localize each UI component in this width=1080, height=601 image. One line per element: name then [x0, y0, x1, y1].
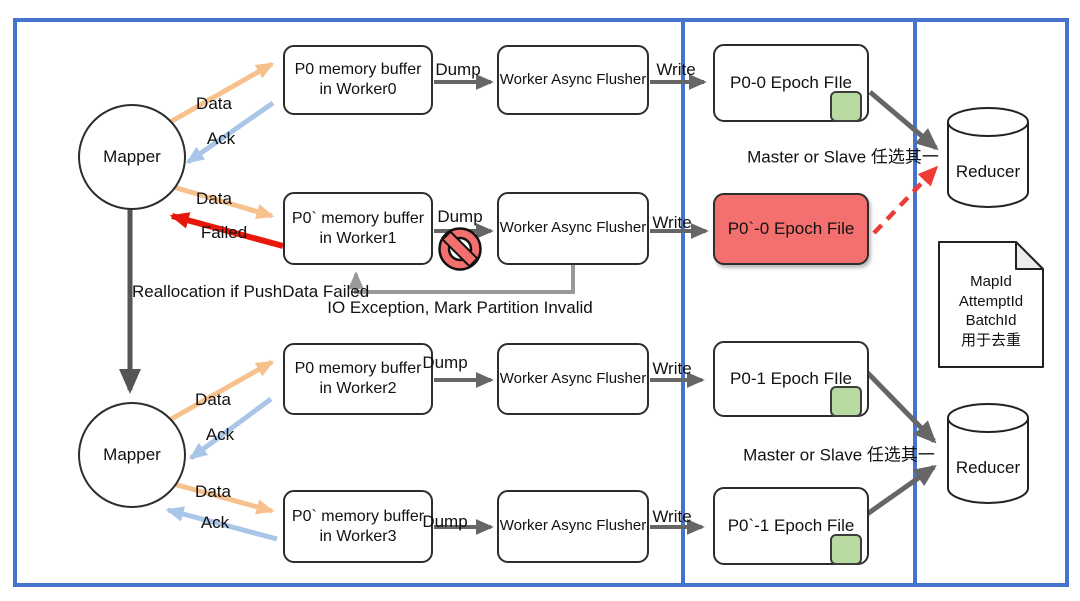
label-ack-row1: Ack [206, 129, 236, 148]
buffer-worker0-line2: in Worker0 [319, 81, 397, 98]
label-dump-row1: Dump [435, 60, 481, 79]
label-io-exception: IO Exception, Mark Partition Invalid [327, 298, 593, 317]
buffer-worker2-line2: in Worker2 [319, 380, 397, 397]
arrow-epoch01-reducer2 [859, 364, 937, 444]
arrow-data-worker2 [164, 359, 275, 425]
arrow-ack-worker3 [165, 506, 278, 542]
label-write-row2: Write [652, 213, 692, 232]
flusher-row2-node: Worker Async Flusher [497, 192, 649, 265]
flusher-row4-label: Worker Async Flusher [499, 517, 647, 535]
arrow-ack-worker0 [185, 100, 275, 165]
chunk-indicator [830, 91, 862, 122]
note-line-mapid: MapId [970, 273, 1012, 290]
epoch-file-01b-label: P0`-1 Epoch File [727, 516, 855, 536]
epoch-file-00-node: P0-0 Epoch FIle [713, 44, 869, 122]
buffer-worker3-line1: P0` memory buffer [291, 507, 425, 525]
no-entry-icon [438, 227, 482, 271]
label-write-row3: Write [652, 359, 692, 378]
reducer-bottom-cylinder [947, 403, 1029, 504]
arrow-io-exception [348, 264, 575, 294]
epoch-file-01b-node: P0`-1 Epoch File [713, 487, 869, 565]
dedup-note: MapId AttemptId BatchId 用于去重 [939, 272, 1043, 350]
label-dump-row2: Dump [437, 207, 483, 226]
document-icon [938, 241, 1044, 368]
outer-frame [13, 18, 1069, 587]
buffer-worker0-line1: P0 memory buffer [294, 61, 422, 78]
flusher-row2-label: Worker Async Flusher [499, 219, 647, 237]
arrow-data-worker0 [163, 61, 275, 128]
flusher-row4-node: Worker Async Flusher [497, 490, 649, 563]
label-ack-row4: Ack [200, 513, 230, 532]
buffer-worker2-node: P0 memory buffer in Worker2 [283, 343, 433, 415]
chunk-indicator [830, 386, 862, 417]
label-failed-row2: Failed [200, 223, 248, 242]
arrow-epoch00b-reducer1-dashed [872, 165, 939, 235]
flusher-row3-node: Worker Async Flusher [497, 343, 649, 415]
mapper-top-node: Mapper [78, 104, 186, 210]
epoch-file-00-label: P0-0 Epoch FIle [730, 73, 852, 93]
chunk-indicator [830, 534, 862, 565]
buffer-worker2-line1: P0 memory buffer [294, 360, 422, 377]
epoch-file-00b-failed-node: P0`-0 Epoch File [713, 193, 869, 265]
buffer-worker3-line2: in Worker3 [319, 527, 397, 545]
label-data-row2: Data [196, 189, 232, 208]
label-write-row1: Write [656, 60, 696, 79]
mapper-top-label: Mapper [103, 147, 161, 166]
label-reallocation: Reallocation if PushData Failed [132, 282, 370, 301]
buffer-worker3-node: P0` memory buffer in Worker3 [283, 490, 433, 563]
arrow-epoch01b-reducer2 [861, 464, 937, 520]
label-dump-row4: Dump [422, 512, 468, 531]
label-dump-row3: Dump [422, 353, 468, 372]
label-master-or-slave-bottom: Master or Slave 任选其一 [743, 445, 935, 465]
label-master-or-slave-top: Master or Slave 任选其一 [747, 147, 939, 167]
flusher-row1-node: Worker Async Flusher [497, 45, 649, 115]
buffer-worker1-node: P0` memory buffer in Worker1 [283, 192, 433, 265]
buffer-worker1-line1: P0` memory buffer [291, 209, 425, 227]
label-ack-row3: Ack [205, 425, 235, 444]
divider-line-reducer [913, 18, 917, 587]
arrow-epoch00-reducer1 [868, 90, 939, 151]
buffer-worker1-line2: in Worker1 [319, 229, 397, 247]
label-data-row4: Data [195, 482, 231, 501]
note-line-dedup: 用于去重 [960, 331, 1021, 349]
label-write-row4: Write [652, 507, 692, 526]
flusher-row1-label: Worker Async Flusher [499, 70, 647, 88]
reducer-top-cylinder [947, 107, 1029, 208]
label-data-row1: Data [196, 94, 232, 113]
reducer-top-label: Reducer [955, 162, 1021, 181]
flusher-row3-label: Worker Async Flusher [499, 369, 647, 387]
mapper-bottom-node: Mapper [78, 402, 186, 508]
label-data-row3: Data [195, 390, 231, 409]
mapper-bottom-label: Mapper [103, 445, 161, 464]
note-line-batchid: BatchId [965, 312, 1017, 329]
arrow-failed-worker1 [169, 212, 284, 249]
arrow-data-worker1 [169, 183, 275, 220]
epoch-file-00b-label: P0`-0 Epoch File [727, 219, 855, 239]
epoch-file-01-node: P0-1 Epoch FIle [713, 341, 869, 417]
buffer-worker0-node: P0 memory buffer in Worker0 [283, 45, 433, 115]
reducer-bottom-label: Reducer [955, 458, 1021, 477]
arrow-data-worker3 [169, 480, 275, 515]
epoch-file-01-label: P0-1 Epoch FIle [730, 369, 852, 389]
arrow-ack-worker2 [188, 396, 273, 461]
divider-line-epoch [681, 18, 685, 587]
note-line-attemptid: AttemptId [958, 292, 1024, 310]
